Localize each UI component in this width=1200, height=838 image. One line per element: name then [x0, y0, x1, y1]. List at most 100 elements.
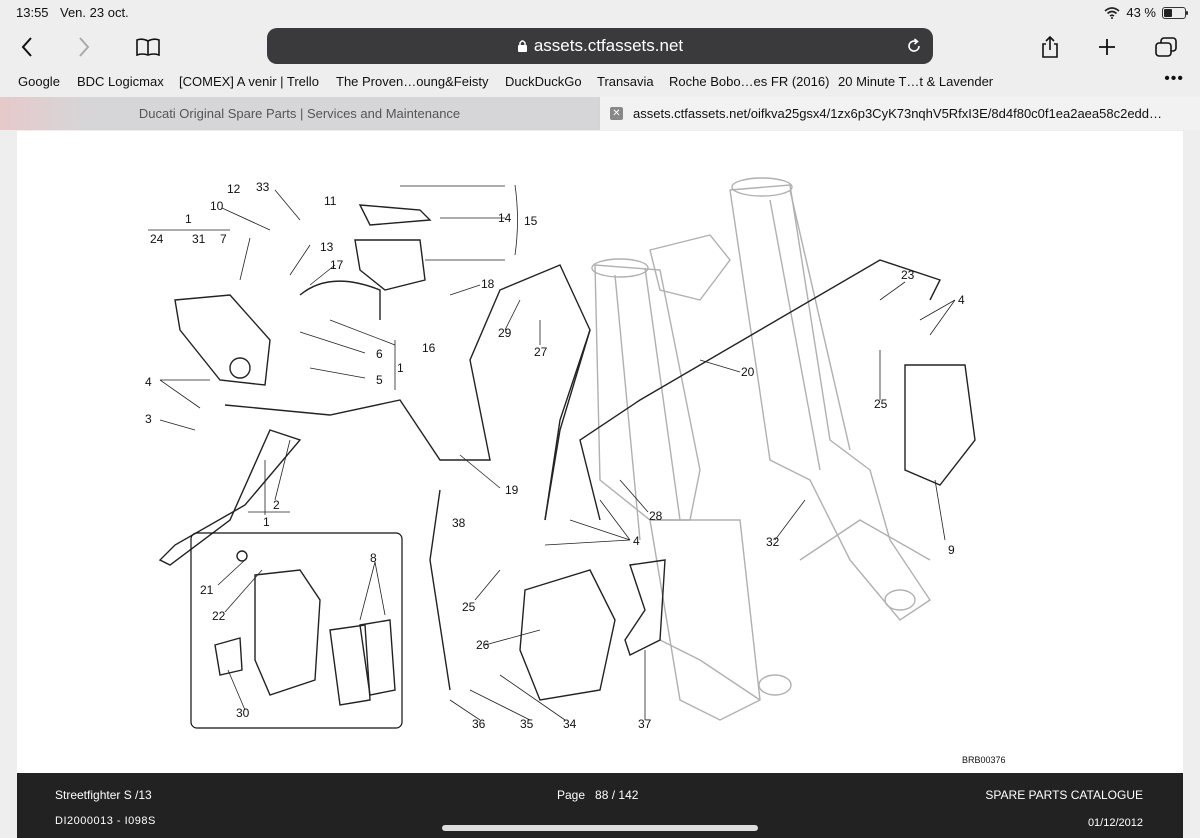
- callout: 12: [227, 182, 241, 196]
- page-number: 88 / 142: [595, 788, 639, 802]
- catalogue-date: 01/12/2012: [1087, 817, 1143, 829]
- favorite-link[interactable]: Transavia: [597, 74, 654, 89]
- callout: 16: [422, 341, 436, 355]
- callout: 23: [901, 268, 915, 282]
- status-bar: 13:55 Ven. 23 oct. 43 %: [0, 0, 1200, 24]
- browser-toolbar: assets.ctfassets.net: [0, 24, 1200, 70]
- callout: 33: [256, 180, 270, 194]
- share-icon: [1042, 35, 1058, 58]
- callout: 21: [200, 583, 214, 597]
- callout: 26: [476, 638, 490, 652]
- callout: 1: [263, 515, 270, 529]
- favorites-bar: Google BDC Logicmax [COMEX] A venir | Tr…: [0, 70, 1200, 96]
- callout: 4: [145, 375, 152, 389]
- home-indicator[interactable]: [442, 825, 758, 831]
- address-bar[interactable]: assets.ctfassets.net: [267, 28, 933, 64]
- callout: 1: [185, 212, 192, 226]
- callout: 22: [212, 609, 226, 623]
- inset-box: [190, 532, 403, 729]
- callout: 17: [330, 258, 344, 272]
- callout: 3: [145, 412, 152, 426]
- tabs-overview-icon: [1155, 37, 1177, 57]
- callout: 10: [210, 199, 224, 213]
- master-cylinder-drawing: [158, 204, 432, 566]
- page-label: Page: [557, 788, 586, 802]
- favorite-link[interactable]: The Proven…oung&Feisty: [336, 74, 489, 89]
- reload-icon[interactable]: [905, 37, 923, 55]
- callout-labels: 1 1 1 2 3 4 4 4 5 6 7 8 9 10 11 12 13 14…: [145, 180, 965, 731]
- callout: 30: [236, 706, 250, 720]
- back-icon: [21, 37, 32, 57]
- calipers-drawing: [519, 364, 976, 701]
- callout: 25: [462, 600, 476, 614]
- status-date: Ven. 23 oct.: [60, 5, 129, 20]
- callout: 34: [563, 717, 577, 731]
- callout: 6: [376, 347, 383, 361]
- share-button[interactable]: [1033, 30, 1067, 64]
- callout: 9: [948, 543, 955, 557]
- callout: 4: [633, 534, 640, 548]
- callout: 15: [524, 214, 538, 228]
- wifi-icon: [1104, 6, 1120, 19]
- tab-bar: Ducati Original Spare Parts | Services a…: [0, 97, 1200, 130]
- battery-icon: [1162, 6, 1188, 19]
- callout: 19: [505, 483, 519, 497]
- favorite-link[interactable]: DuckDuckGo: [505, 74, 582, 89]
- callout: 28: [649, 509, 663, 523]
- callout: 37: [638, 717, 652, 731]
- favorite-link[interactable]: 20 Minute T…t & Lavender: [838, 74, 994, 89]
- favorite-link[interactable]: BDC Logicmax: [77, 74, 164, 89]
- callout: 14: [498, 211, 512, 225]
- new-tab-icon: [1099, 39, 1115, 55]
- callout: 5: [376, 373, 383, 387]
- back-button[interactable]: [10, 30, 44, 64]
- bookmarks-button[interactable]: [131, 30, 165, 64]
- fork-frame-drawing: [591, 177, 931, 721]
- callout: 11: [324, 194, 337, 208]
- forward-button[interactable]: [67, 30, 101, 64]
- callout: 25: [874, 397, 888, 411]
- status-right: 43 %: [1104, 5, 1188, 20]
- leader-lines: [148, 184, 956, 721]
- close-tab-icon[interactable]: ✕: [610, 107, 623, 120]
- exploded-parts-diagram: 1 1 1 2 3 4 4 4 5 6 7 8 9 10 11 12 13 14…: [145, 177, 1006, 765]
- new-tab-button[interactable]: [1090, 30, 1124, 64]
- status-time: 13:55: [16, 5, 49, 20]
- tab-active-pdf[interactable]: ✕ assets.ctfassets.net/oifkva25gsx4/1zx6…: [600, 97, 1200, 130]
- more-icon[interactable]: •••: [1164, 70, 1184, 87]
- callout: 4: [958, 293, 965, 307]
- callout: 8: [370, 551, 377, 565]
- callout: 1: [397, 361, 404, 375]
- diagram-ref-code: BRB00376: [962, 755, 1006, 765]
- callout: 36: [472, 717, 486, 731]
- callout: 32: [766, 535, 780, 549]
- favorite-link[interactable]: Google: [18, 74, 60, 89]
- tab-title: Ducati Original Spare Parts | Services a…: [138, 106, 461, 121]
- brake-hoses: [224, 259, 941, 691]
- lock-icon: [517, 40, 527, 52]
- forward-icon: [79, 37, 90, 57]
- battery-percent: 43 %: [1126, 5, 1156, 20]
- catalogue-title: SPARE PARTS CATALOGUE: [985, 788, 1143, 802]
- callout: 35: [520, 717, 534, 731]
- callout: 38: [452, 516, 466, 530]
- callout: 18: [481, 277, 495, 291]
- inset-caliper-drawing: [214, 550, 396, 706]
- callout: 24: [150, 232, 164, 246]
- page-indicator: Page 88 / 142: [557, 788, 638, 802]
- favorite-link[interactable]: [COMEX] A venir | Trello: [179, 74, 319, 89]
- model-name: Streetfighter S /13: [55, 788, 152, 802]
- callout: 20: [741, 365, 755, 379]
- callout: 2: [273, 498, 280, 512]
- document-code: DI2000013 - I098S: [55, 815, 156, 827]
- callout: 7: [220, 232, 227, 246]
- bookmarks-icon: [136, 38, 160, 57]
- url-text: assets.ctfassets.net: [533, 36, 684, 55]
- callout: 31: [192, 232, 206, 246]
- callout: 13: [320, 240, 334, 254]
- tabs-overview-button[interactable]: [1149, 30, 1183, 64]
- callout: 29: [498, 326, 512, 340]
- tab-ducati-spare-parts[interactable]: Ducati Original Spare Parts | Services a…: [0, 97, 599, 130]
- favorite-link[interactable]: Roche Bobo…es FR (2016): [669, 74, 830, 89]
- tab-title: assets.ctfassets.net/oifkva25gsx4/1zx6p3…: [633, 106, 1163, 121]
